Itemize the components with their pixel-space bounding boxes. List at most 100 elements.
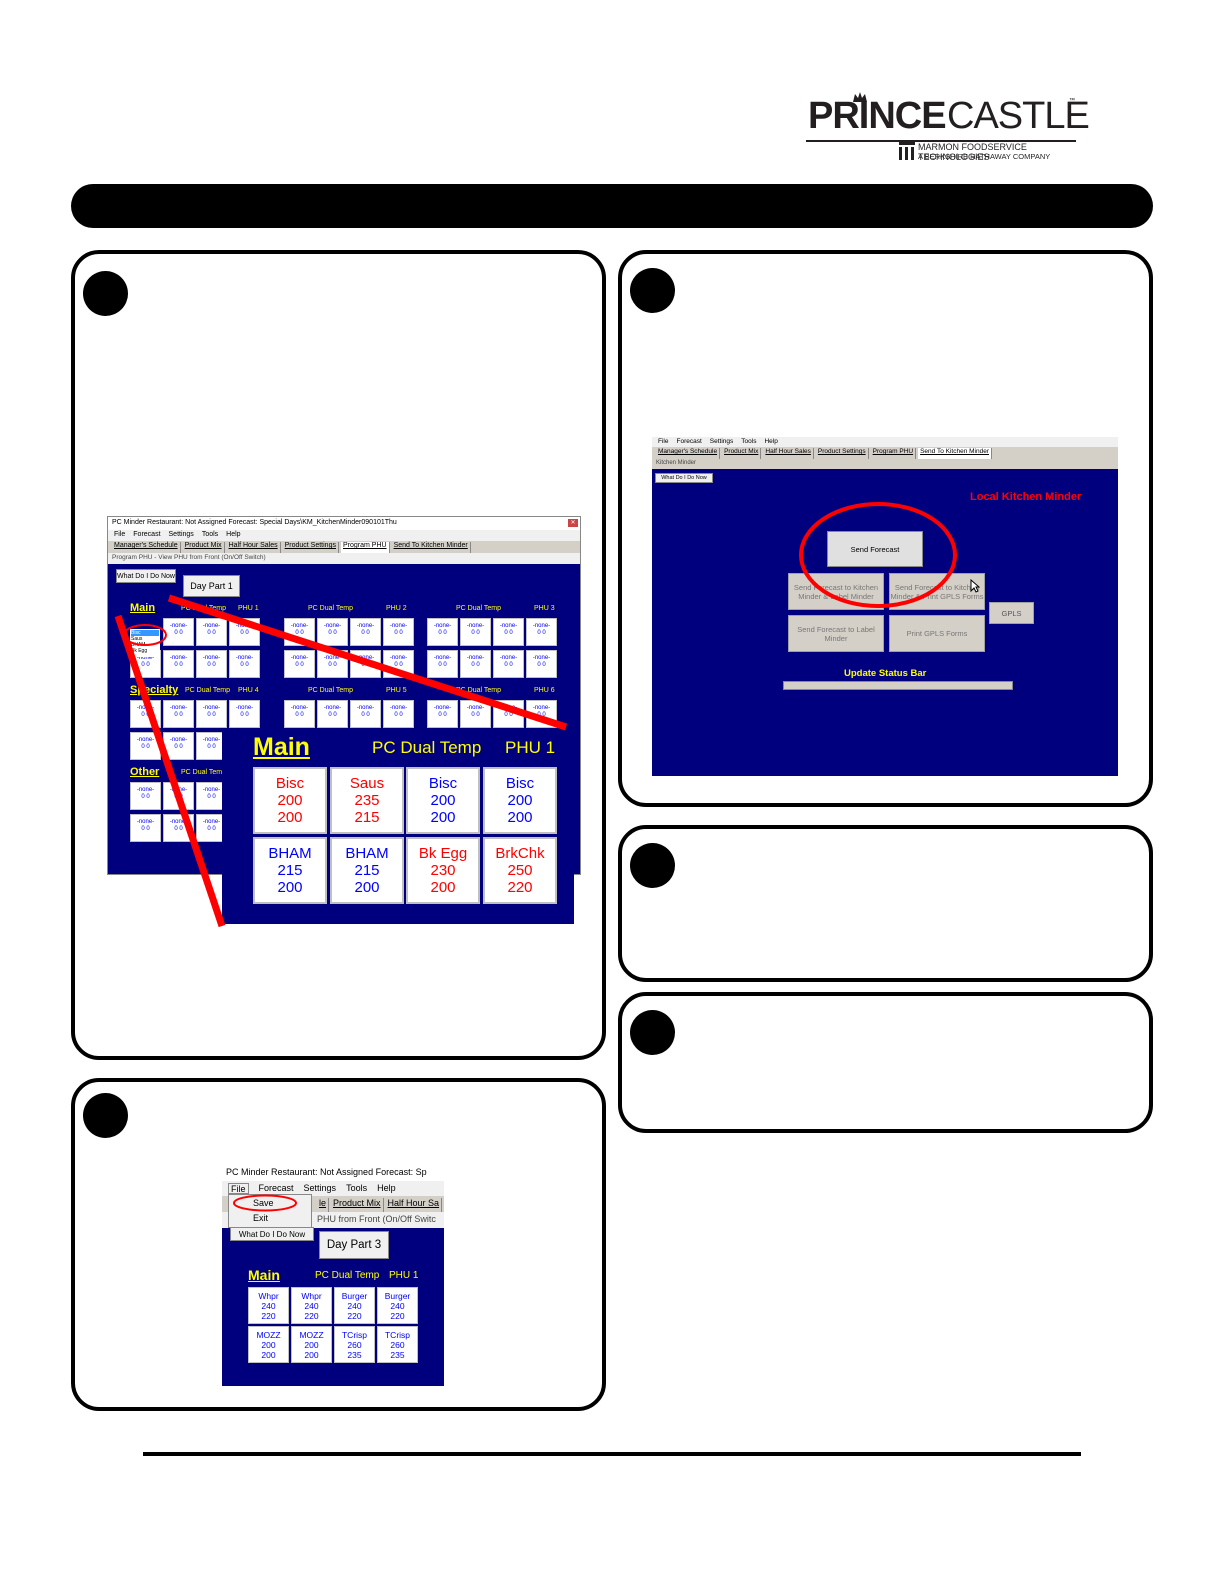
phu-slot[interactable]: -none-0 0 [130, 732, 161, 760]
phu-slot[interactable]: -none-0 0 [350, 650, 381, 678]
phu-slot[interactable]: -none-0 0 [526, 650, 557, 678]
phu-slot[interactable]: -none-0 0 [350, 618, 381, 646]
menu-file[interactable]: File [114, 531, 126, 538]
phu-slot[interactable]: -none-0 0 [493, 650, 524, 678]
phu-slot[interactable]: -none-0 0 [460, 650, 491, 678]
menu-file[interactable]: File [658, 438, 669, 445]
file-menu-save[interactable]: Save [253, 1198, 274, 1208]
phu-slot[interactable]: -none-0 0 [229, 700, 260, 728]
send-label-minder-button[interactable]: Send Forecast to Label Minder [788, 615, 884, 652]
tab-program-phu[interactable]: Program PHU [871, 448, 917, 459]
phu-slot[interactable]: -none-0 0 [383, 700, 414, 728]
phu-slot[interactable]: -none-0 0 [427, 618, 458, 646]
menu-settings[interactable]: Settings [168, 531, 194, 538]
menu-help[interactable]: Help [377, 1183, 396, 1193]
phu-slot[interactable]: -none-0 0 [229, 618, 260, 646]
phu-slot[interactable]: -none-0 0 [493, 618, 524, 646]
tab-half-hour-sales[interactable]: Half Hour Sales [227, 542, 281, 553]
close-icon[interactable]: ✕ [568, 519, 578, 527]
tab-send-to-kitchen-minder[interactable]: Send To Kitchen Minder [392, 542, 471, 553]
menu-forecast[interactable]: Forecast [676, 438, 702, 445]
phu-slot[interactable]: -none-0 0 [196, 618, 227, 646]
tab-program-phu[interactable]: Program PHU [340, 542, 390, 553]
phu-slot[interactable]: -none-0 0 [163, 814, 194, 842]
phu-slot[interactable]: -none-0 0 [427, 700, 458, 728]
phu-slot[interactable]: -none-0 0 [460, 700, 491, 728]
tab-managers-schedule[interactable]: Manager's Schedule [112, 542, 181, 553]
day-part-button[interactable]: Day Part 1 [183, 575, 240, 597]
tab-product-settings[interactable]: Product Settings [283, 542, 339, 553]
phu-slot[interactable]: -none-0 0 [317, 700, 348, 728]
phu-slot[interactable]: -none-0 0 [317, 650, 348, 678]
menu-tools[interactable]: Tools [346, 1183, 368, 1193]
phu-slot[interactable]: -none-0 0 [383, 618, 414, 646]
menu-forecast[interactable]: Forecast [258, 1183, 294, 1193]
phu-slot[interactable]: -none-0 0 [196, 650, 227, 678]
what-do-i-do-button[interactable]: What Do I Do Now [230, 1227, 314, 1241]
header-phu5: PHU 5 [386, 687, 407, 694]
menu-forecast[interactable]: Forecast [133, 531, 161, 538]
phu-slot[interactable]: -none-0 0 [350, 700, 381, 728]
gpls-button[interactable]: GPLS [989, 602, 1034, 624]
phu-slot[interactable]: -none-0 0 [317, 618, 348, 646]
menu-settings[interactable]: Settings [303, 1183, 337, 1193]
phu-slot[interactable]: -none-0 0 [460, 618, 491, 646]
send-forecast-button[interactable]: Send Forecast [827, 531, 923, 567]
menu-file[interactable]: File [228, 1183, 249, 1194]
tab-send-to-kitchen-minder[interactable]: Send To Kitchen Minder [918, 448, 992, 459]
phu-slot[interactable]: -none-0 0 [163, 732, 194, 760]
tab-half-hour-sales[interactable]: Half Hour Sa [386, 1198, 443, 1212]
phu-slot[interactable]: -none-0 0 [163, 700, 194, 728]
phu-slot[interactable]: -none-0 0 [163, 782, 194, 810]
phu-slot[interactable]: -none-0 0 [284, 618, 315, 646]
phu-slot[interactable]: -none-0 0 [163, 650, 194, 678]
phu-slot[interactable]: -none-0 0 [196, 700, 227, 728]
phu-slot[interactable]: -none-0 0 [493, 700, 524, 728]
menu-tools[interactable]: Tools [741, 438, 757, 445]
phu-slot[interactable]: -none-0 0 [526, 618, 557, 646]
dropdown-item[interactable]: Bk Egg [131, 648, 148, 654]
phu-slot[interactable]: -none-0 0 [130, 814, 161, 842]
phu-slot[interactable]: -none-0 0 [130, 782, 161, 810]
menu-help[interactable]: Help [226, 531, 241, 538]
what-do-i-do-button[interactable]: What Do I Do Now [116, 569, 176, 583]
phu-slot[interactable]: -none-0 0 [284, 700, 315, 728]
phu-slot[interactable]: -none-0 0 [427, 650, 458, 678]
tab-half-hour-sales[interactable]: Half Hour Sales [763, 448, 814, 459]
tab-partial[interactable]: le [317, 1198, 330, 1212]
phu-slot[interactable]: -none-0 0 [284, 650, 315, 678]
day-part-button[interactable]: Day Part 3 [319, 1231, 389, 1259]
tab-product-settings[interactable]: Product Settings [816, 448, 869, 459]
phu-slot[interactable]: -none-0 0 [526, 700, 557, 728]
menu-help[interactable]: Help [764, 438, 778, 445]
print-gpls-forms-button[interactable]: Print GPLS Forms [889, 615, 985, 652]
tab-managers-schedule[interactable]: Manager's Schedule [656, 448, 721, 459]
phu-slot[interactable]: -none-0 0 [130, 700, 161, 728]
phu-slot[interactable]: -none-0 0 [383, 650, 414, 678]
tab-product-mix[interactable]: Product Mix [183, 542, 225, 553]
file-menu-exit[interactable]: Exit [253, 1213, 269, 1223]
tab-product-mix[interactable]: Product Mix [722, 448, 762, 459]
phu-slot[interactable]: -none-0 0 [229, 650, 260, 678]
tab-product-mix[interactable]: Product Mix [331, 1198, 384, 1212]
phu-slot-temps: 0 0 [471, 630, 480, 636]
what-do-i-do-button[interactable]: What Do I Do Now [655, 473, 713, 483]
menu-tools[interactable]: Tools [201, 531, 219, 538]
menu-settings[interactable]: Settings [709, 438, 734, 445]
